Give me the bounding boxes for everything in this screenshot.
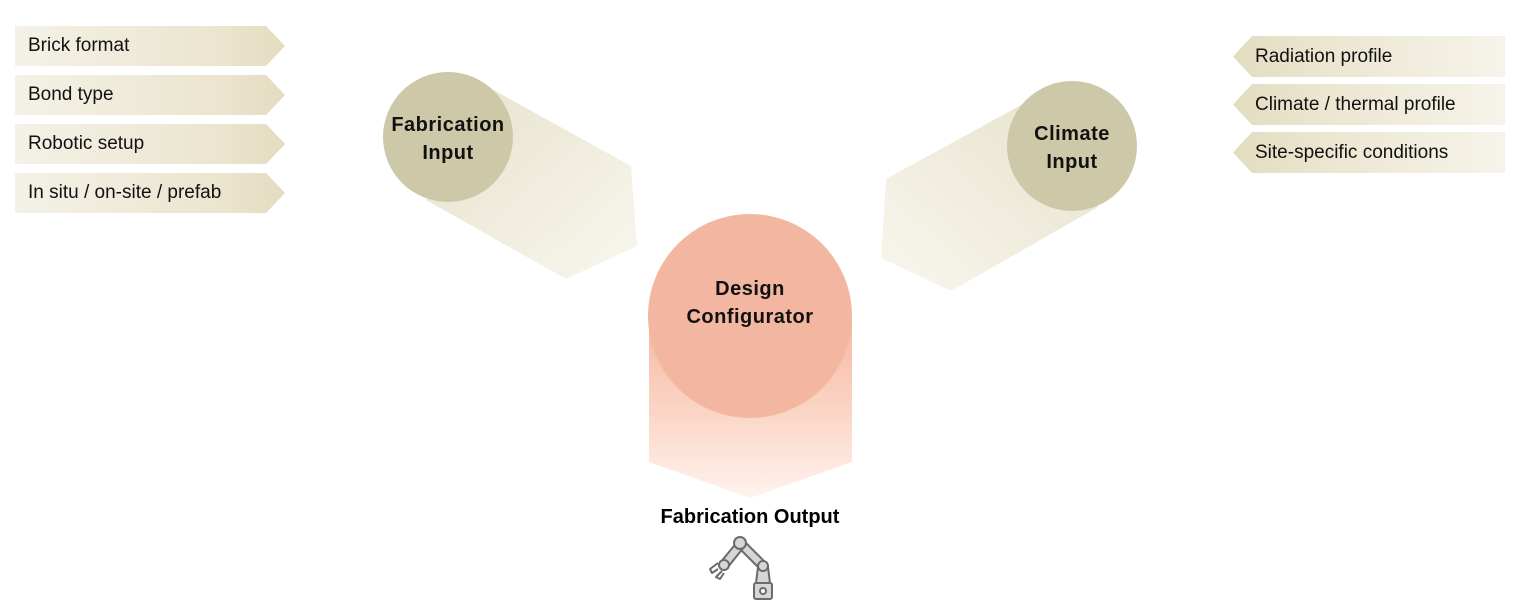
climate-input-node: [1007, 81, 1137, 211]
fabrication-tag-production-mode: In situ / on-site / prefab: [15, 173, 285, 213]
climate-input-label: Climate Input: [1034, 123, 1110, 173]
fabrication-tag-robotic-setup: Robotic setup: [15, 124, 285, 164]
robot-arm-icon: [709, 536, 773, 600]
fabrication-input-node: [383, 72, 513, 202]
fabrication-tag-bond-type: Bond type: [15, 75, 285, 115]
fabrication-input-label: Fabrication Input: [391, 114, 505, 164]
climate-tag-thermal-profile: Climate / thermal profile: [1233, 84, 1505, 125]
climate-tag-site-conditions: Site-specific conditions: [1233, 132, 1505, 173]
fabrication-output-label: Fabrication Output: [660, 506, 840, 528]
design-configurator-node: [648, 214, 852, 418]
climate-tag-radiation-profile: Radiation profile: [1233, 36, 1505, 77]
design-configurator-label: Design Configurator: [686, 278, 814, 328]
fabrication-tag-brick-format: Brick format: [15, 26, 285, 66]
